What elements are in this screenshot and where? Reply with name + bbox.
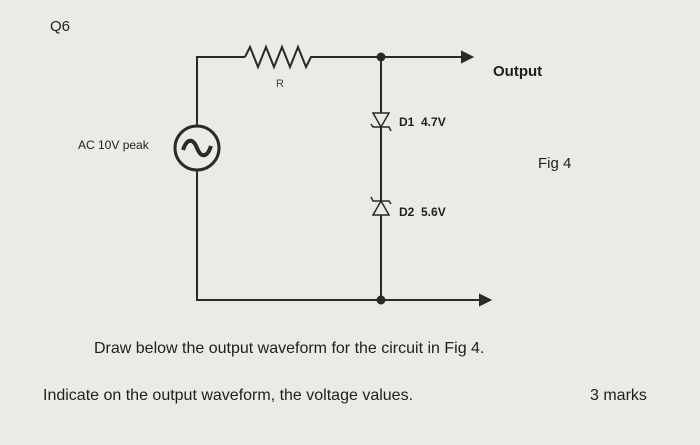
junction-dot-bottom (376, 295, 386, 305)
instruction-line-1: Draw below the output waveform for the c… (94, 340, 485, 357)
instruction-line-2: Indicate on the output waveform, the vol… (43, 387, 414, 404)
zener-diode-d2 (370, 196, 392, 216)
output-arrow-top (461, 50, 475, 64)
d2-label: D2 5.6V (399, 205, 446, 219)
wires (196, 56, 480, 301)
resistor (244, 44, 315, 70)
zener-diode-d1 (370, 112, 392, 132)
ac-source-icon (173, 124, 221, 172)
output-label: Output (493, 63, 543, 80)
resistor-label: R (276, 78, 284, 90)
d1-label: D1 4.7V (399, 115, 446, 129)
output-arrow-bottom (479, 293, 493, 307)
junction-dot-top (376, 52, 386, 62)
marks-label: 3 marks (590, 387, 647, 404)
question-number: Q6 (50, 18, 71, 35)
figure-label: Fig 4 (538, 155, 572, 172)
source-label: AC 10V peak (78, 138, 149, 152)
